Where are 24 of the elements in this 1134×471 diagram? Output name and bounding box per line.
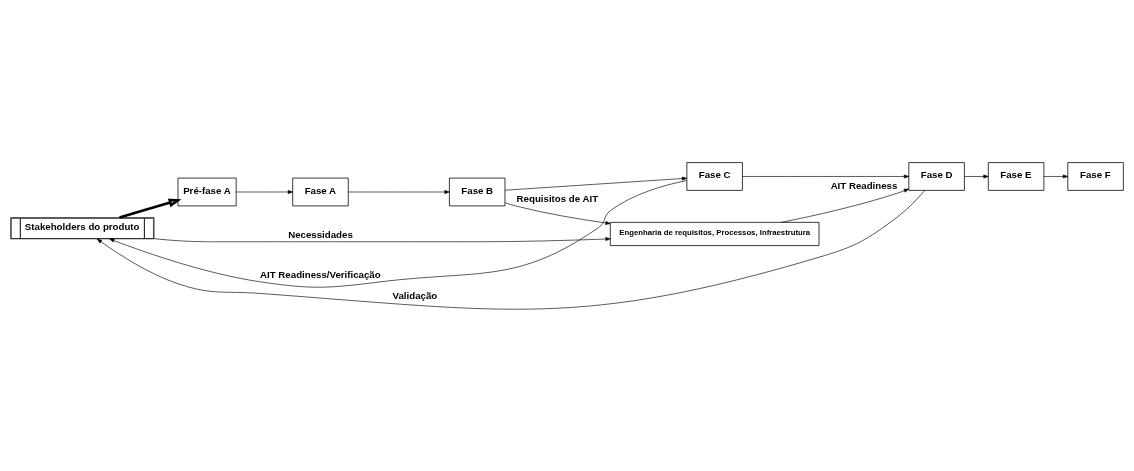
- node-box: Fase A: [292, 177, 349, 206]
- node-box: Fase C: [686, 161, 743, 191]
- arrow: [96, 189, 926, 309]
- arrow: [964, 174, 989, 178]
- arrow: [1043, 174, 1069, 178]
- node-box: Fase D: [908, 161, 965, 191]
- arrow: [236, 189, 293, 194]
- arrow: [348, 189, 450, 194]
- edge-label: AIT Readiness: [830, 179, 898, 191]
- arrow: [119, 198, 182, 219]
- arrow: [109, 179, 687, 288]
- edge-label: Necessidades: [288, 228, 353, 240]
- arrow: [781, 188, 909, 223]
- node-box: Pré-fase A: [177, 177, 237, 206]
- edge-label: Requisitos de AIT: [516, 192, 599, 204]
- arrow: [742, 174, 910, 178]
- node-box: Fase F: [1067, 161, 1124, 191]
- arrow: [504, 176, 688, 190]
- arrow: [504, 202, 611, 225]
- node-box: Fase B: [449, 177, 506, 206]
- arrow: [153, 236, 611, 242]
- edge-label: AIT Readiness/Verificação: [260, 268, 381, 280]
- node-box: Fase E: [987, 161, 1045, 191]
- edge-label: Validação: [392, 289, 438, 301]
